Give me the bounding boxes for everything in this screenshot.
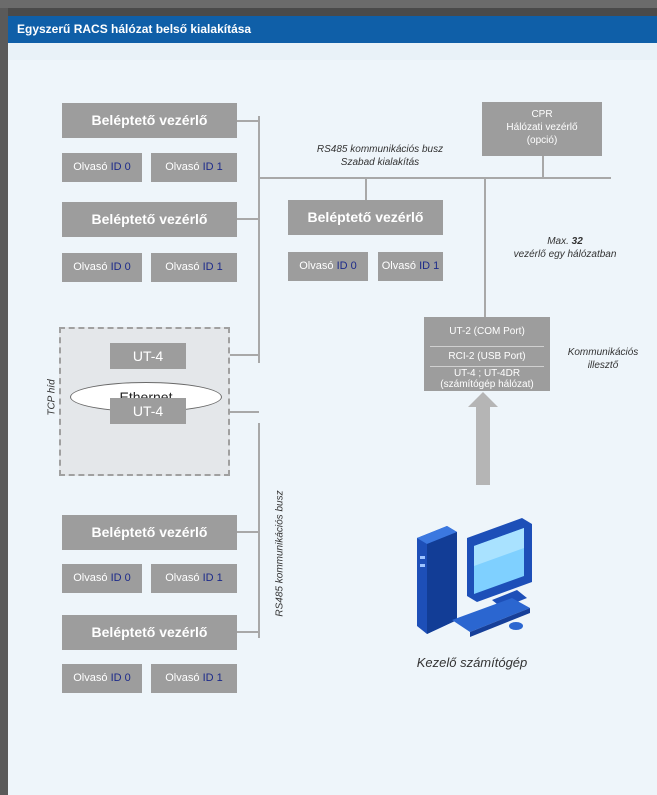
bus-line-left-top (258, 116, 260, 363)
connector (237, 531, 259, 533)
connector (237, 218, 259, 220)
bus-vertical-label: RS485 kommunikációs busz (274, 490, 286, 617)
connector (542, 155, 544, 178)
reader-id1-4: Olvasó ID 1 (151, 664, 237, 693)
ut4-upper: UT-4 (110, 343, 186, 369)
connector (365, 177, 367, 200)
connector (237, 120, 259, 122)
bus-top-label: RS485 kommunikációs busz Szabad kialakít… (316, 144, 444, 168)
reader-id0-2: Olvasó ID 0 (62, 253, 142, 282)
page-top-strip (0, 0, 657, 8)
operator-pc-label: Kezelő számítógép (416, 655, 528, 670)
reader-id0-3: Olvasó ID 0 (62, 564, 142, 593)
ut4-lower: UT-4 (110, 398, 186, 424)
comm-line-rci2: RCI-2 (USB Port) (448, 351, 526, 362)
cpr-network-controller: CPR Hálózati vezérlő (opció) (482, 102, 602, 156)
reader-id0-4: Olvasó ID 0 (62, 664, 142, 693)
max-controllers-note: Max. 32 vezérlő egy hálózatban (513, 236, 617, 260)
reader-id0-1: Olvasó ID 0 (62, 153, 142, 182)
communication-interface-box: UT-2 (COM Port) RCI-2 (USB Port) UT-4 ; … (424, 317, 550, 391)
access-controller-1: Beléptető vezérlő (62, 103, 237, 138)
arrow-shaft (476, 407, 490, 485)
bus-line-top (258, 177, 611, 179)
header-top-strip (8, 8, 657, 16)
bus-line-left-bottom (258, 423, 260, 638)
access-controller-2: Beléptető vezérlő (62, 202, 237, 237)
reader-id1-3: Olvasó ID 1 (151, 564, 237, 593)
comm-separator (430, 346, 544, 347)
comm-line-ut2: UT-2 (COM Port) (449, 326, 525, 337)
reader-id1-1: Olvasó ID 1 (151, 153, 237, 182)
connector (484, 177, 486, 318)
connector (237, 631, 259, 633)
tcp-bridge-label: TCP híd (46, 379, 58, 416)
reader-id1-2: Olvasó ID 1 (151, 253, 237, 282)
reader-id0-center: Olvasó ID 0 (288, 252, 368, 281)
reader-id1-center: Olvasó ID 1 (378, 252, 443, 281)
comm-line-network: (számítógép hálózat) (440, 379, 534, 390)
access-controller-3: Beléptető vezérlő (62, 515, 237, 550)
arrow-up-icon (468, 392, 498, 407)
comm-separator (430, 366, 544, 367)
computer-icon (417, 518, 532, 637)
comm-interface-label: Kommunikációs illesztő (567, 347, 639, 371)
access-controller-4: Beléptető vezérlő (62, 615, 237, 650)
access-controller-center: Beléptető vezérlő (288, 200, 443, 235)
page-title: Egyszerű RACS hálózat belső kialakítása (8, 16, 657, 43)
comm-line-ut4: UT-4 ; UT-4DR (453, 368, 521, 379)
